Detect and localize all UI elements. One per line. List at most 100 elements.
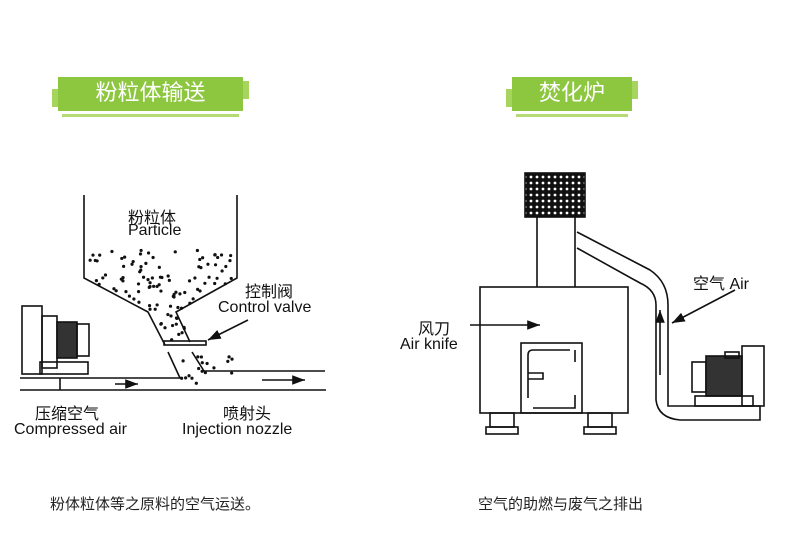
- particle-dot: [230, 357, 234, 361]
- right-caption: 空气的助燃与废气之排出: [478, 495, 644, 513]
- particle-dot: [182, 325, 186, 329]
- particle-dot: [193, 276, 197, 280]
- air-knife-label-en: Air knife: [400, 336, 458, 353]
- particle-dot: [203, 281, 207, 285]
- particle-dot: [147, 303, 152, 308]
- particle-dot: [150, 276, 154, 280]
- blower-right: [691, 345, 765, 407]
- control-valve-plate: [163, 340, 207, 346]
- blower-motor: [56, 321, 78, 359]
- particle-dot: [101, 276, 105, 280]
- particle-dot: [177, 332, 181, 336]
- blower-terminal-box: [724, 351, 740, 359]
- particle-dot: [146, 251, 151, 255]
- particle-dot: [173, 250, 177, 254]
- particle-dot: [120, 256, 124, 261]
- air-duct: [576, 231, 761, 421]
- particle-dot: [227, 355, 231, 359]
- particle-dot: [169, 314, 173, 318]
- particle-dot: [94, 279, 99, 283]
- particle-dot: [136, 290, 141, 294]
- particle-dot: [215, 276, 219, 280]
- particle-dot: [199, 355, 204, 359]
- particle-dot: [207, 275, 211, 279]
- particle-dot: [114, 289, 118, 293]
- particle-dot: [213, 263, 218, 267]
- particle-dot: [195, 248, 199, 253]
- particle-dot: [88, 258, 92, 262]
- left-section-title: 粉粒体输送: [58, 77, 243, 117]
- particle-dot: [155, 284, 159, 289]
- air-label: 空气 Air: [693, 276, 750, 293]
- particle-dot: [112, 287, 116, 291]
- particle-dot: [163, 326, 167, 330]
- particle-dot: [146, 278, 150, 282]
- particle-dot: [141, 275, 146, 279]
- compressed-air-label-cn: 压缩空气: [35, 406, 100, 423]
- particle-dot: [224, 264, 228, 269]
- particle-dot: [159, 322, 163, 326]
- particle-dot: [174, 290, 178, 294]
- particle-label-en: Particle: [128, 222, 182, 239]
- particle-dot: [166, 312, 170, 317]
- hopper-right-wall: [174, 195, 238, 343]
- particle-dot: [219, 253, 224, 257]
- air-pointer-arrow: [671, 289, 736, 324]
- chimney-stack: [536, 217, 576, 287]
- blower-base: [39, 361, 89, 375]
- particle-dot: [151, 255, 155, 260]
- chimney-top: [524, 172, 586, 218]
- particle-dot: [175, 316, 179, 320]
- particle-dot: [155, 303, 159, 307]
- particle-dot: [167, 278, 171, 283]
- particle-dot: [200, 369, 204, 373]
- particle-dot: [216, 255, 220, 260]
- particle-dot: [119, 277, 123, 281]
- particle-dot: [172, 292, 176, 297]
- door-frame: [527, 349, 576, 409]
- particle-dot: [91, 253, 95, 257]
- air-knife-label-cn: 风刀: [418, 321, 451, 338]
- particle-dot: [229, 276, 233, 281]
- blower-motor: [705, 355, 743, 397]
- particle-dot: [226, 359, 230, 363]
- particle-dot: [139, 268, 143, 272]
- furnace-foot-left: [485, 426, 519, 435]
- blower-left: [21, 305, 90, 390]
- particle-dot: [127, 294, 132, 298]
- particle-dot: [124, 290, 128, 294]
- particle-dot: [168, 304, 173, 308]
- particle-dot: [93, 258, 97, 263]
- particle-dot: [197, 265, 201, 269]
- particle-dot: [201, 256, 205, 260]
- particle-dot: [110, 249, 114, 254]
- particle-dot: [200, 361, 204, 365]
- particle-dot: [206, 262, 210, 266]
- left-caption: 粉体粒体等之原料的空气运送。: [50, 495, 261, 513]
- particle-dot: [203, 371, 207, 375]
- blower-flange: [41, 315, 58, 369]
- blower-motor-cap: [76, 323, 90, 357]
- particle-dot: [180, 331, 184, 335]
- particle-dot: [144, 261, 148, 265]
- valve-pointer-arrow: [207, 319, 249, 341]
- nozzle-label-en: Injection nozzle: [182, 421, 293, 438]
- particle-dot: [188, 301, 192, 305]
- particle-dot: [213, 253, 217, 257]
- particle-dot: [122, 264, 126, 268]
- particle-dot: [139, 265, 143, 269]
- particle-dot: [170, 323, 175, 328]
- particle-dot: [98, 253, 102, 257]
- particle-dot: [190, 376, 194, 380]
- particle-dot: [223, 282, 227, 286]
- particle-dot: [174, 322, 178, 326]
- particle-dot: [187, 374, 191, 378]
- particle-dot: [138, 252, 143, 256]
- particle-dot: [228, 258, 232, 263]
- particle-dot: [205, 361, 209, 366]
- particle-dot: [212, 366, 216, 370]
- particle-dot: [184, 376, 188, 380]
- furnace-leg-right: [587, 412, 613, 428]
- particle-dot: [148, 281, 152, 285]
